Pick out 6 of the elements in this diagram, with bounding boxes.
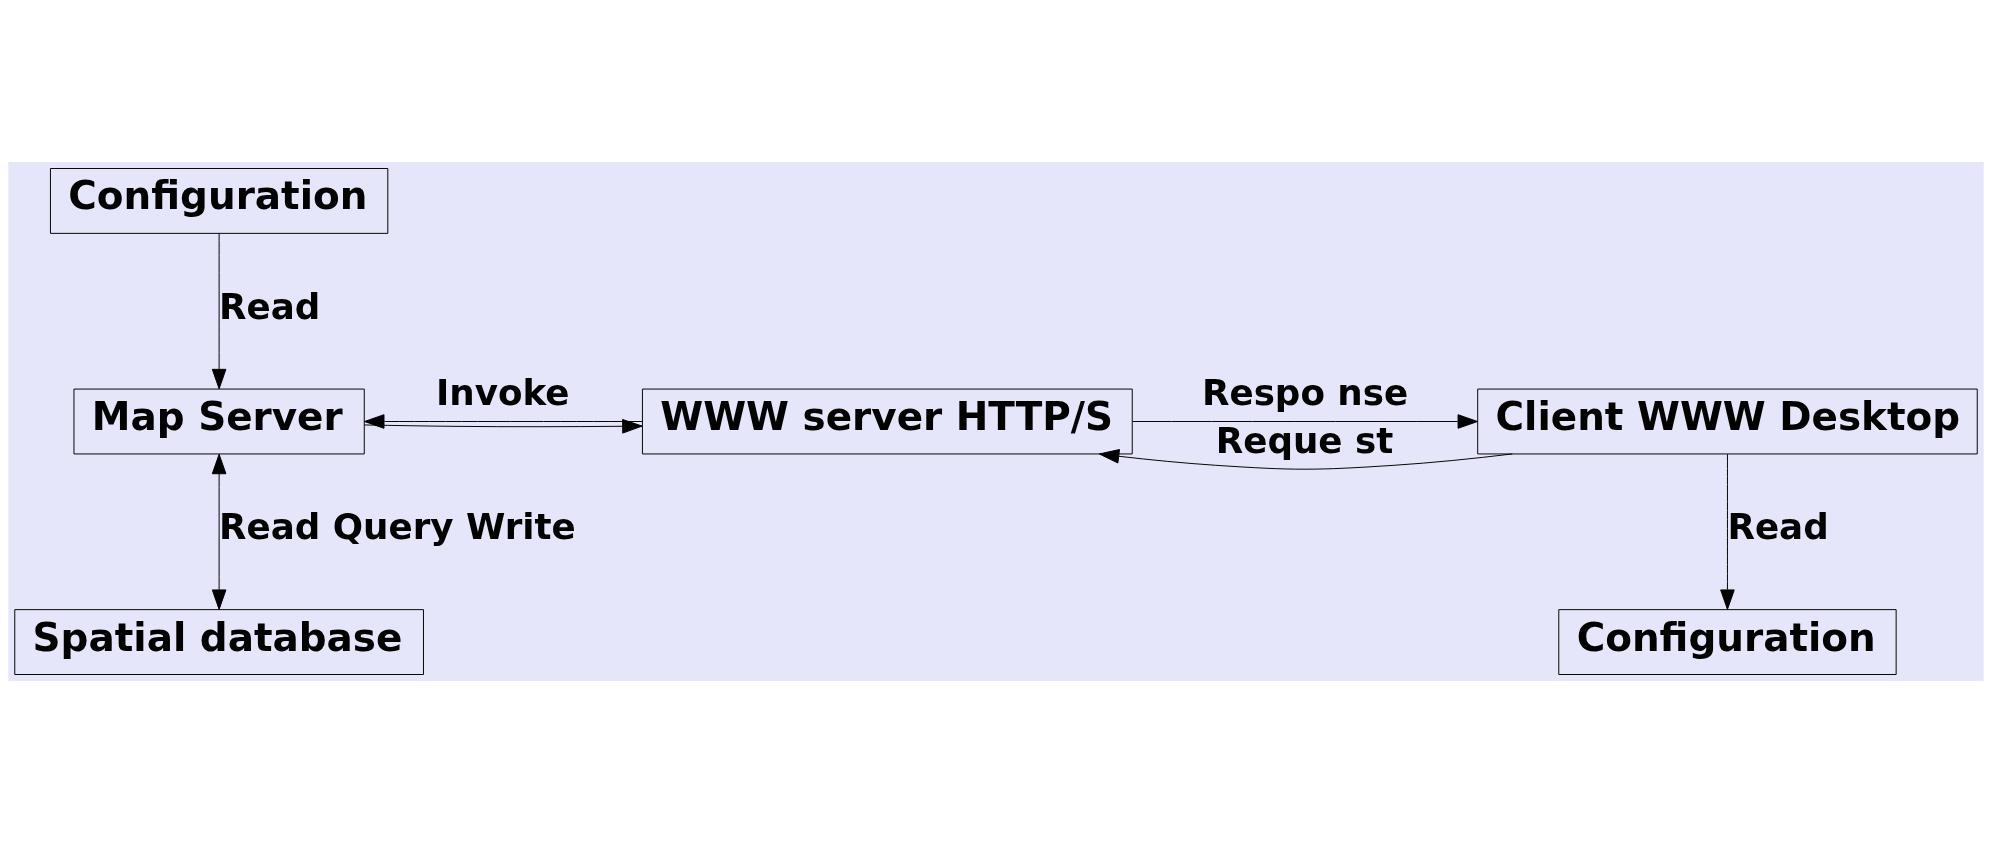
edge-label: Reque st xyxy=(1215,419,1394,461)
edge-label: Invoke xyxy=(436,371,570,413)
edge-label: Respo nse xyxy=(1201,371,1409,413)
edge-label: Read xyxy=(1727,505,1829,547)
edge-label: Read Query Write xyxy=(219,505,576,547)
edge-label: Read xyxy=(219,285,321,327)
